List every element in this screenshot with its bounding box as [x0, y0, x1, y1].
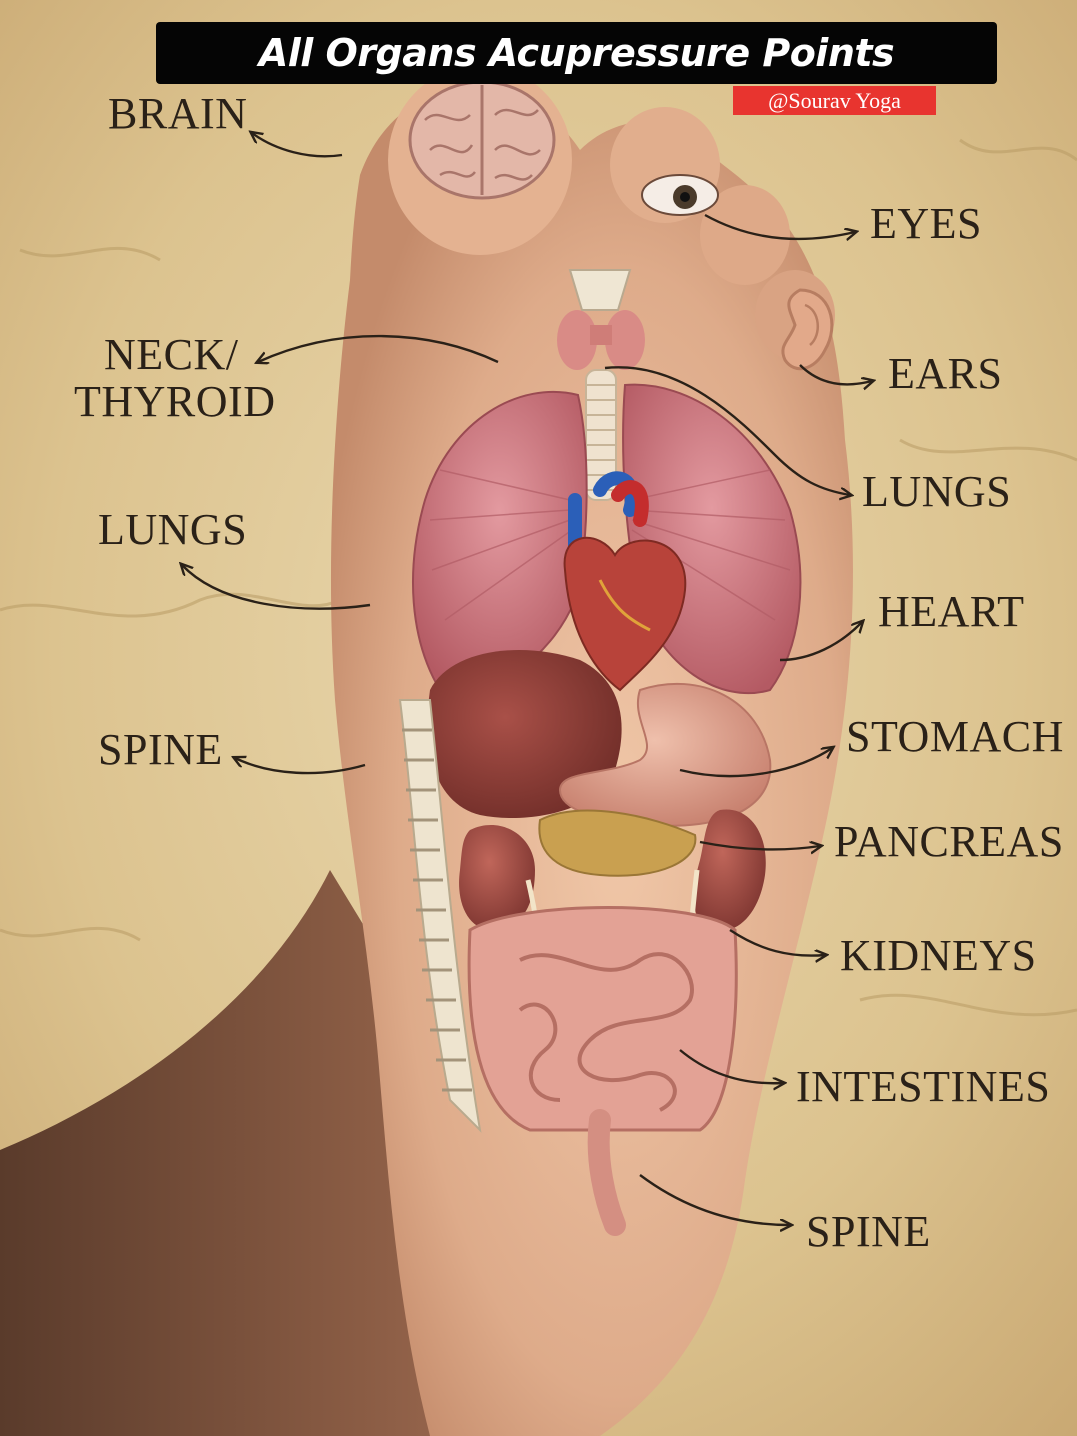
label-stomach: STOMACH [846, 712, 1064, 761]
arrow-ears [799, 364, 872, 384]
ear-icon [781, 288, 834, 371]
arrow-eyes [704, 213, 855, 239]
heart-icon [563, 471, 687, 692]
spine-icon [398, 699, 482, 1133]
arrow-heart [779, 622, 862, 662]
label-brain: BRAIN [108, 89, 248, 138]
arrow-kidneys [729, 929, 825, 956]
brain-icon [408, 80, 556, 200]
intestines [467, 906, 738, 1236]
label-eyes: EYES [870, 199, 982, 248]
arrow-neck [258, 334, 499, 362]
trachea [585, 369, 617, 501]
third-toe [700, 185, 790, 285]
arrow-intestines [679, 1049, 783, 1083]
label-heart: HEART [878, 587, 1025, 636]
credit-badge: @Sourav Yoga [733, 86, 936, 115]
eye-icon [641, 174, 719, 216]
label-spine-bottom: SPINE [806, 1207, 931, 1256]
label-spine-left: SPINE [98, 725, 223, 774]
pancreas [538, 809, 697, 877]
arrow-lungs-left [182, 565, 371, 610]
arrow-spine-bottom [639, 1174, 790, 1225]
kidneys [459, 809, 766, 1101]
page-title: All Organs Acupressure Points [258, 31, 895, 75]
arrow-spine-left [235, 758, 366, 775]
arrow-lungs-right [604, 366, 850, 495]
arrow-pancreas [699, 842, 820, 849]
thyroid-icon [557, 269, 645, 370]
label-kidneys: KIDNEYS [840, 931, 1037, 980]
label-thyroid: THYROID [74, 377, 276, 426]
background-cracks [0, 138, 1077, 1017]
label-lungs-left: LUNGS [98, 505, 248, 554]
label-ears: EARS [888, 349, 1003, 398]
title-bar: All Organs Acupressure Points [156, 22, 997, 84]
label-pancreas: PANCREAS [834, 817, 1064, 866]
label-lungs-right: LUNGS [862, 467, 1012, 516]
arrow-stomach [679, 748, 832, 778]
label-neck: NECK/ [104, 330, 239, 379]
pointer-arrows [182, 133, 872, 1225]
arrow-brain [252, 133, 343, 158]
label-intestines: INTESTINES [796, 1062, 1051, 1111]
